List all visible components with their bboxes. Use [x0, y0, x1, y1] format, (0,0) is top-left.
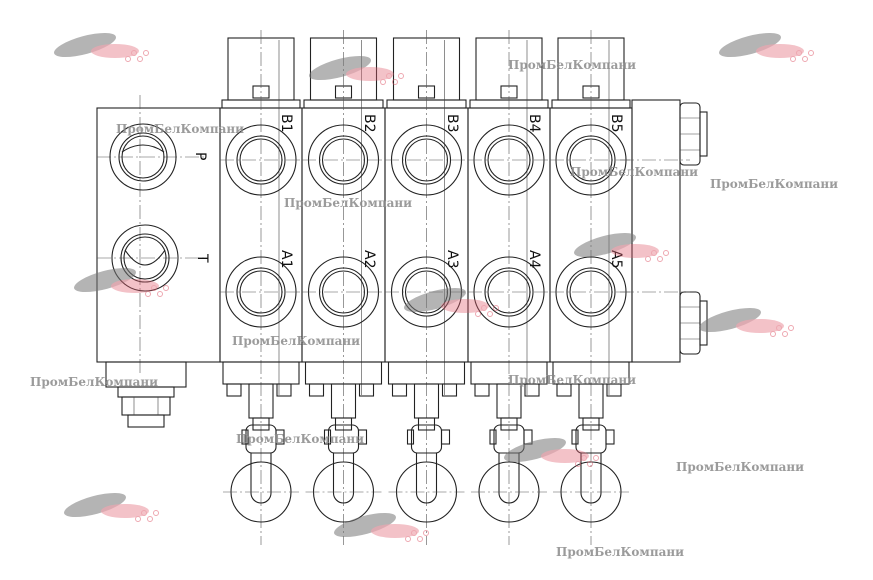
watermark-text: ПромБелКомпани — [570, 165, 699, 179]
port-b — [302, 124, 385, 196]
watermark-logo — [74, 267, 169, 297]
port-b — [468, 124, 550, 196]
watermark-text: ПромБелКомпани — [284, 196, 413, 210]
port-a-label: A5 — [608, 250, 624, 268]
watermark-text: ПромБелКомпани — [676, 460, 805, 474]
watermark-logo — [719, 32, 814, 62]
watermark-text: ПромБелКомпани — [508, 373, 637, 387]
port-t — [111, 224, 179, 292]
port-a-label: A3 — [444, 250, 460, 268]
upper-nut — [679, 102, 708, 166]
control-lever[interactable] — [387, 361, 466, 523]
inlet-fitting — [105, 361, 187, 428]
watermark-logo — [64, 492, 159, 522]
watermark-text: ПромБелКомпани — [556, 545, 685, 559]
port-b-label: B1 — [278, 114, 294, 133]
port-a-label: A2 — [361, 250, 377, 268]
watermark-text: ПромБелКомпани — [116, 122, 245, 136]
control-lever[interactable] — [222, 361, 300, 523]
port-b-label: B5 — [608, 114, 624, 133]
watermark-logo — [699, 307, 794, 337]
watermark-logo — [309, 55, 404, 85]
port-b — [220, 124, 302, 196]
watermark-text: ПромБелКомпани — [710, 177, 839, 191]
port-a — [302, 256, 385, 328]
control-lever[interactable] — [304, 361, 383, 523]
port-t-label: T — [194, 253, 210, 263]
watermark-logo — [334, 512, 429, 542]
port-b — [385, 124, 468, 196]
port-b — [550, 124, 632, 196]
watermark-logo — [54, 32, 149, 62]
inlet-block: P T — [96, 95, 221, 428]
port-b-label: B2 — [361, 114, 377, 133]
port-a-label: A1 — [278, 250, 294, 268]
port-a — [220, 256, 302, 328]
watermark-logo — [404, 287, 499, 317]
port-a — [468, 256, 550, 328]
port-p — [109, 123, 177, 191]
port-a-label: A4 — [526, 250, 542, 269]
control-lever[interactable] — [470, 361, 548, 523]
watermark-text: ПромБелКомпани — [508, 58, 637, 72]
control-lever[interactable] — [552, 361, 630, 523]
watermark-text: ПромБелКомпани — [236, 432, 365, 446]
watermark-logo — [574, 232, 669, 262]
watermark-text: ПромБелКомпани — [232, 334, 361, 348]
watermark-text: ПромБелКомпани — [30, 375, 159, 389]
port-p-label: P — [192, 152, 208, 160]
port-b-label: B3 — [444, 114, 460, 133]
port-b-label: B4 — [526, 114, 542, 133]
end-plate — [620, 99, 708, 363]
watermark-logo — [504, 437, 599, 467]
